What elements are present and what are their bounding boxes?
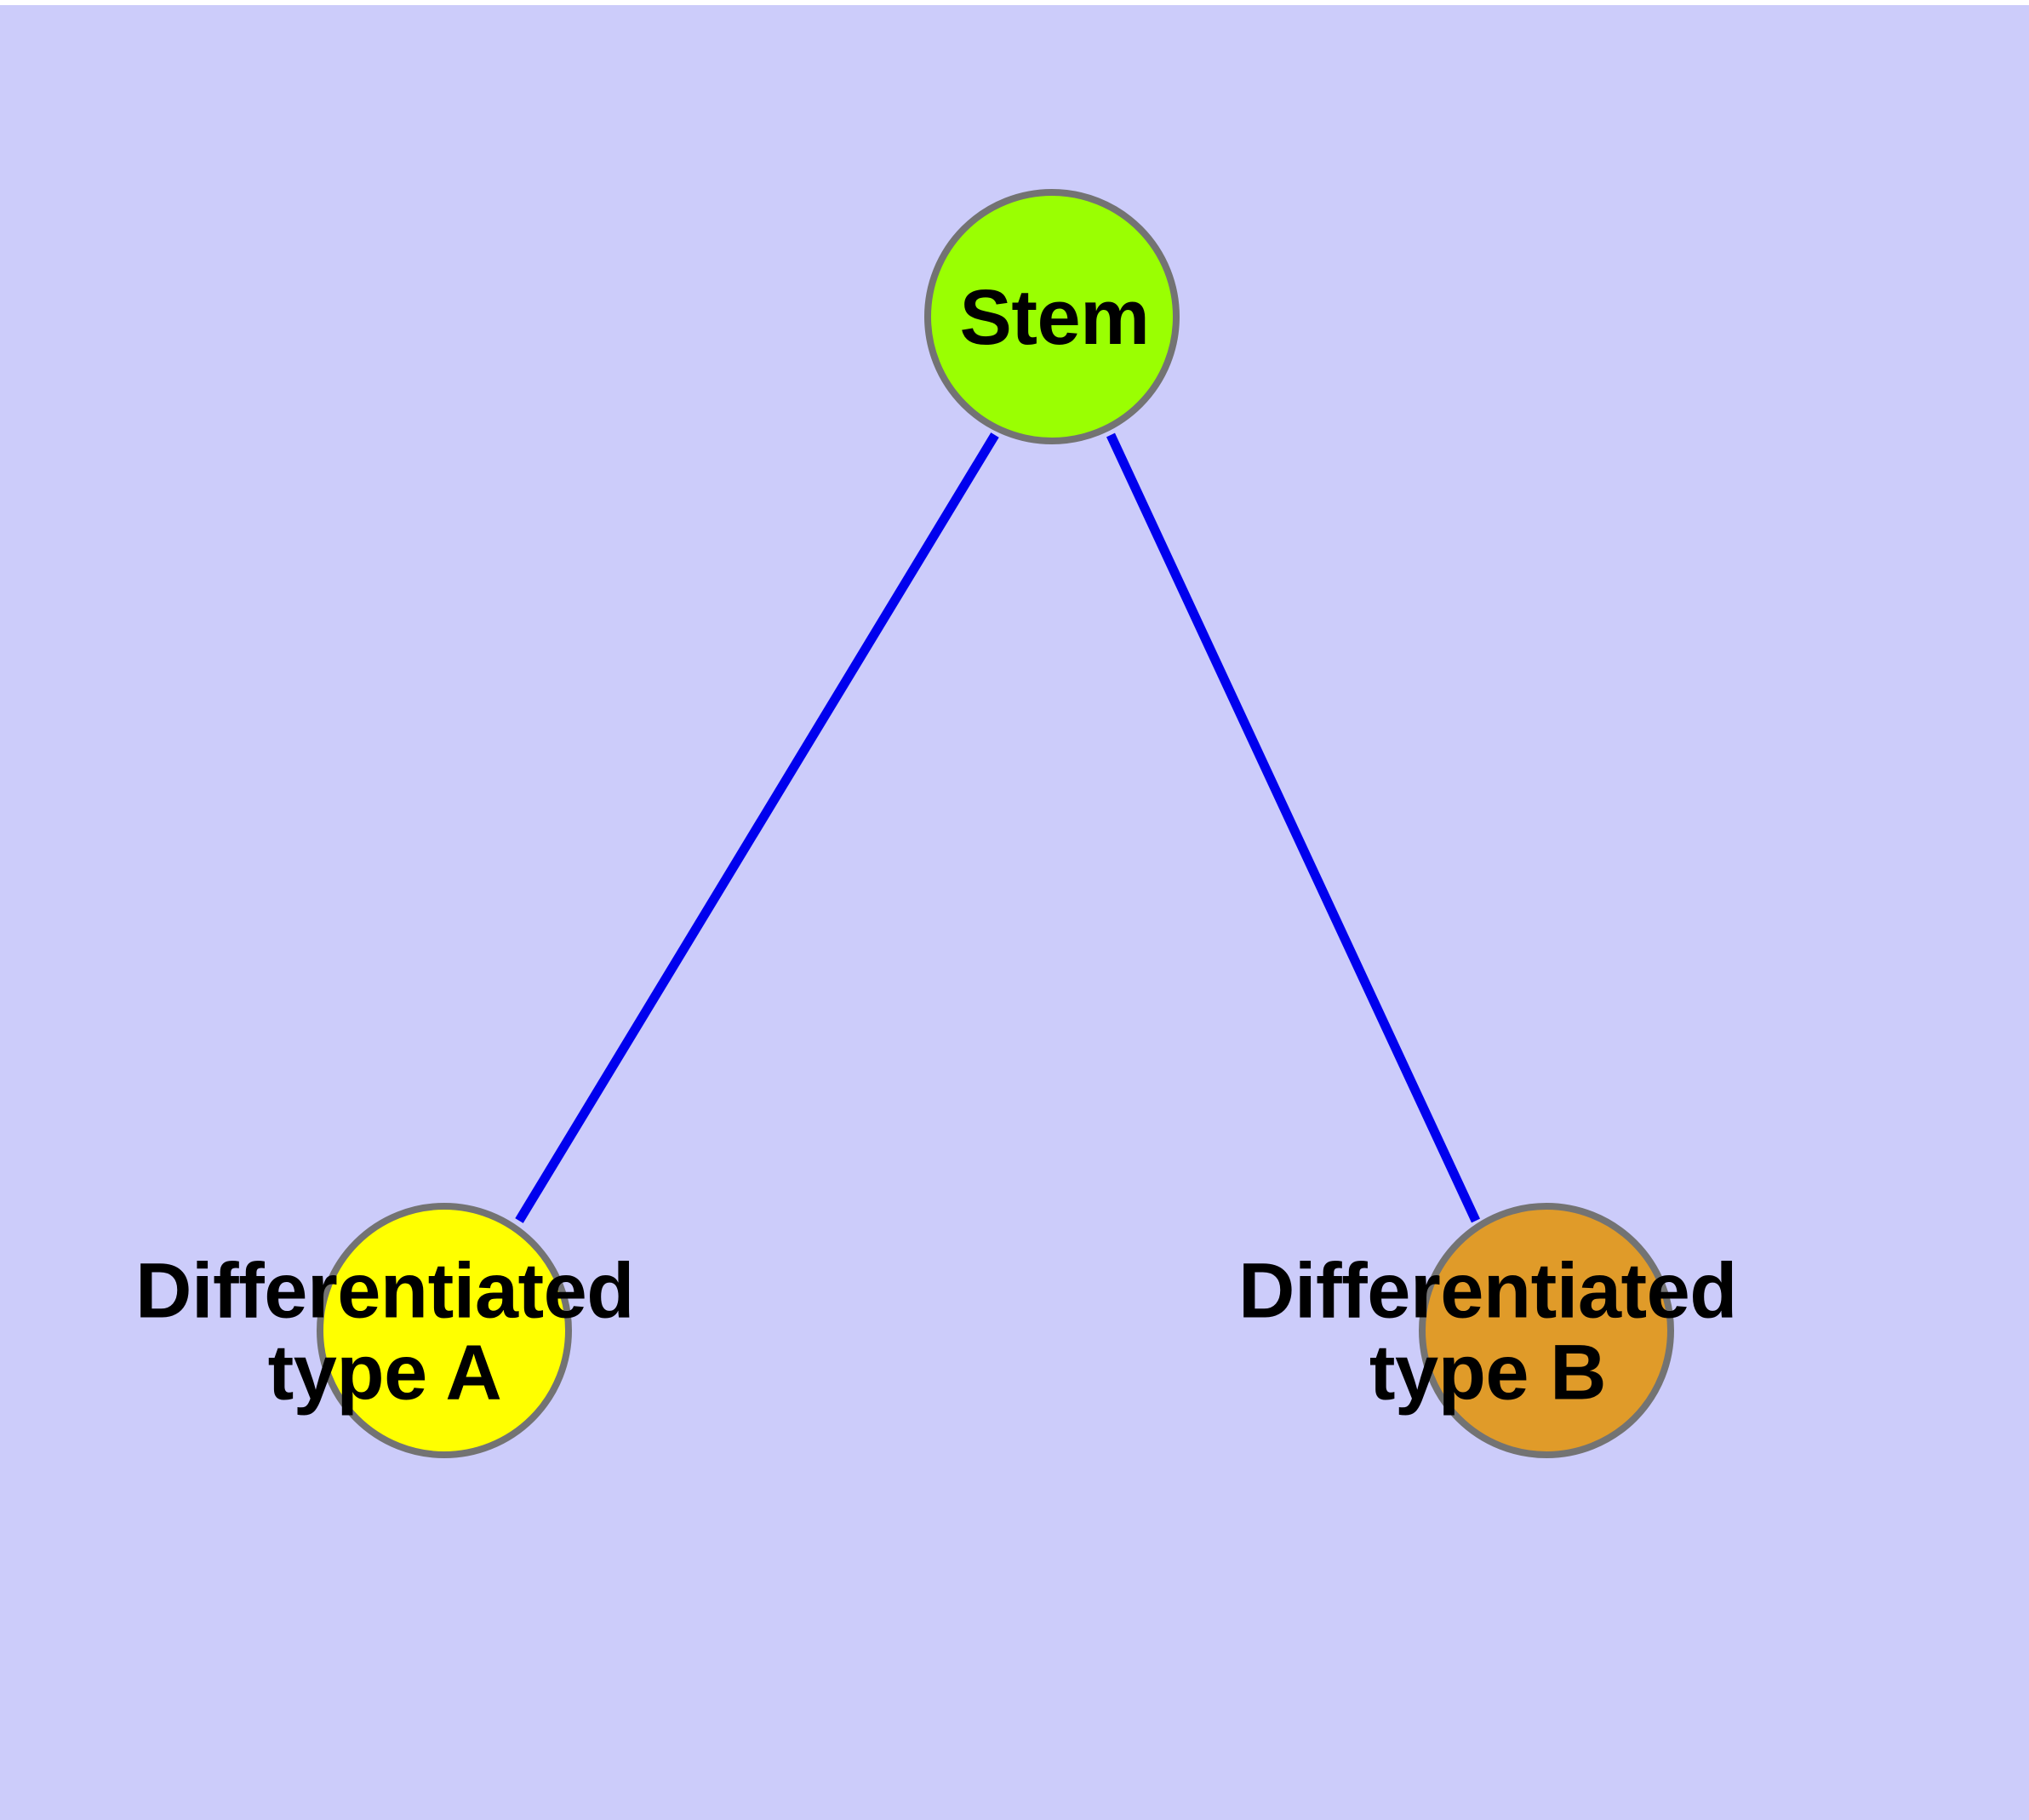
- nodes-layer: [317, 189, 1674, 1458]
- edge-stem-to-diff-type-a[interactable]: [515, 432, 999, 1223]
- node-diff-type-a[interactable]: [317, 1203, 572, 1458]
- node-diff-type-b[interactable]: [1419, 1203, 1674, 1458]
- node-stem[interactable]: [924, 189, 1180, 444]
- edge-stem-to-diff-type-b[interactable]: [1106, 432, 1480, 1223]
- edges-layer: [515, 432, 1480, 1223]
